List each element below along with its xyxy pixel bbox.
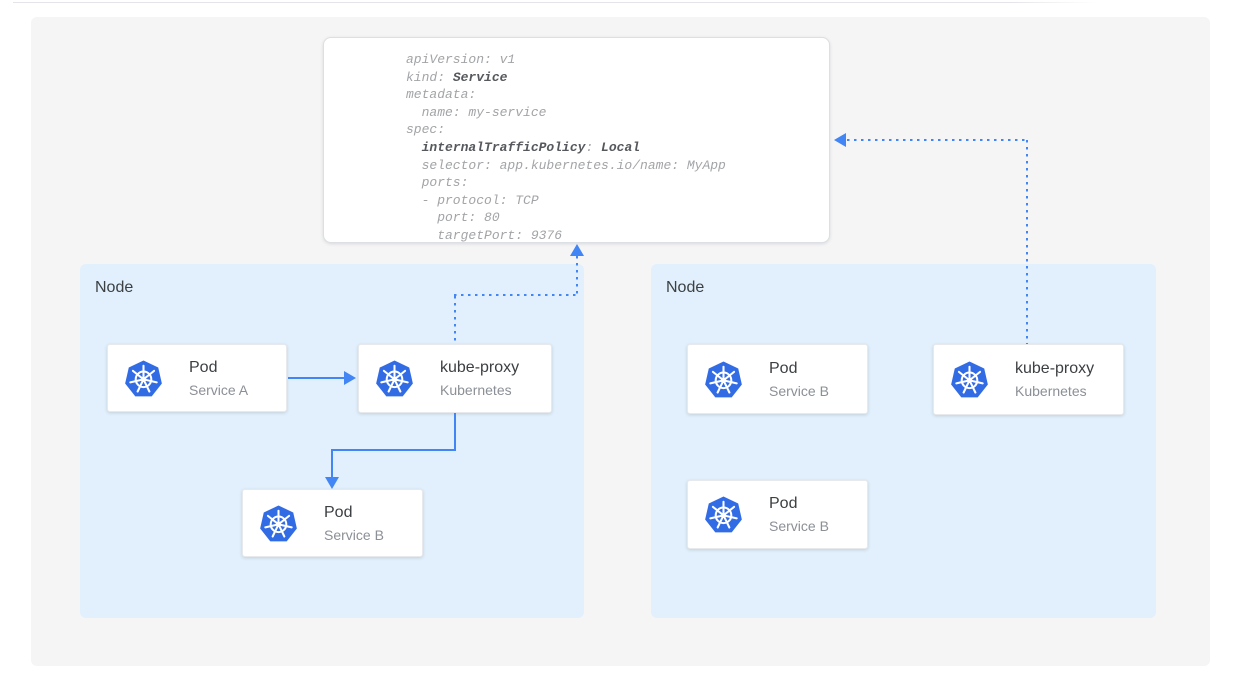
arrowhead-up-icon — [570, 244, 584, 256]
card-title: kube-proxy — [440, 359, 520, 376]
card-subtitle: Service B — [769, 518, 829, 534]
card-subtitle: Service A — [189, 381, 249, 398]
card-title: kube-proxy — [1015, 360, 1095, 377]
card-subtitle: Kubernetes — [1015, 383, 1087, 399]
node-box-right: Node — [651, 264, 1156, 618]
dotted-arrow-left-kubeproxy-to-spec — [454, 294, 578, 296]
arrow-kubeproxy-to-pod-b — [454, 413, 456, 451]
arrow-kubeproxy-to-pod-b — [331, 451, 333, 481]
dotted-arrow-left-kubeproxy-to-spec — [454, 296, 456, 344]
card-kube-proxy-left: kube-proxy Kubernetes — [358, 344, 552, 413]
dotted-arrow-left-kubeproxy-to-spec — [576, 256, 578, 294]
header-divider — [13, 2, 1097, 3]
dotted-arrow-right-kubeproxy-to-spec — [1026, 140, 1028, 344]
kubernetes-icon — [374, 358, 415, 399]
kubernetes-icon — [258, 503, 299, 544]
node-label: Node — [666, 279, 705, 296]
dotted-arrow-right-kubeproxy-to-spec — [847, 139, 1028, 141]
arrowhead-left-icon — [834, 133, 846, 147]
card-title: Pod — [769, 359, 798, 377]
card-subtitle: Service B — [769, 382, 829, 399]
card-pod-service-a: Pod Service A — [107, 344, 287, 412]
card-subtitle: Kubernetes — [440, 382, 512, 398]
card-title: Pod — [324, 503, 353, 521]
card-title: Pod — [189, 358, 218, 376]
kubernetes-icon — [703, 494, 744, 535]
card-pod-service-b-right-top: Pod Service B — [687, 344, 868, 414]
kubernetes-icon — [703, 359, 744, 400]
node-box-left: Node — [80, 264, 584, 618]
arrow-pod-a-to-kubeproxy — [288, 377, 346, 379]
card-pod-service-b-left: Pod Service B — [242, 489, 423, 557]
node-label: Node — [95, 279, 134, 296]
arrow-kubeproxy-to-pod-b — [331, 449, 456, 451]
kubernetes-icon — [123, 358, 164, 399]
arrowhead-right-icon — [344, 371, 356, 385]
card-subtitle: Service B — [324, 526, 384, 543]
card-kube-proxy-right: kube-proxy Kubernetes — [933, 344, 1124, 415]
card-pod-service-b-right-bottom: Pod Service B — [687, 480, 868, 549]
kubernetes-icon — [949, 359, 990, 400]
card-title: Pod — [769, 495, 798, 512]
arrowhead-down-icon — [325, 477, 339, 489]
